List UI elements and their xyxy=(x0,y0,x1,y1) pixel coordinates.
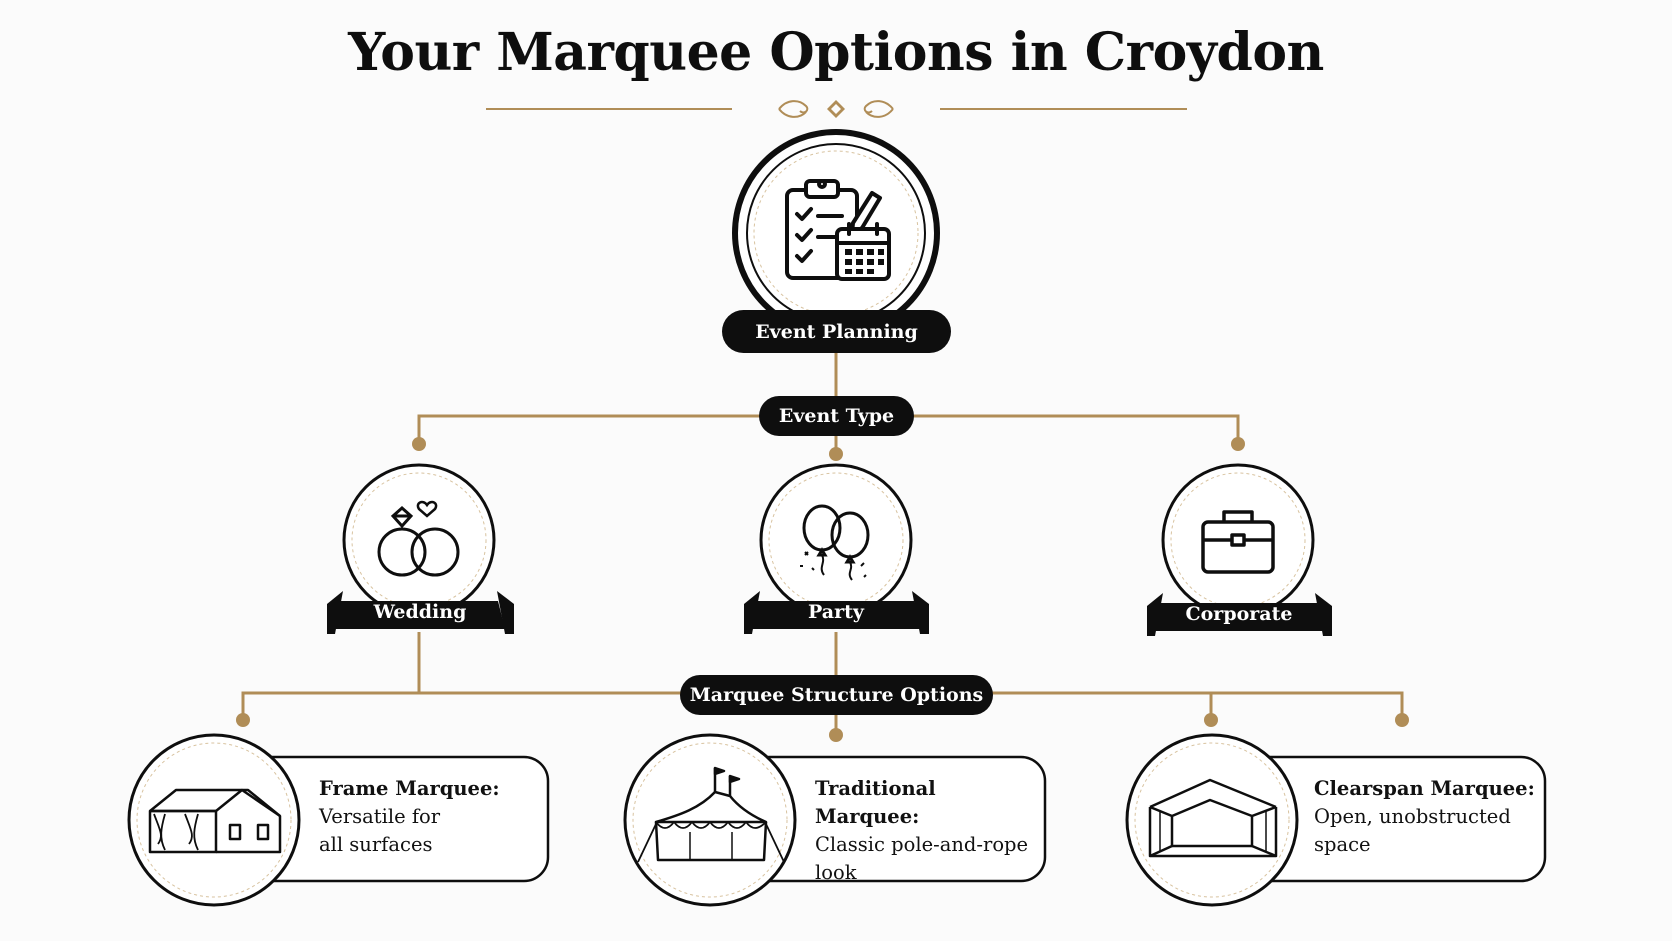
frame-tent-icon xyxy=(148,788,282,854)
clearspan-card xyxy=(1125,733,1547,907)
wedding-banner xyxy=(327,591,514,634)
pole-tent-icon xyxy=(637,766,785,863)
clipboard-calendar-icon xyxy=(785,179,891,281)
connector-dots xyxy=(236,437,1409,742)
traditional-marquee-heading: Traditional Marquee: xyxy=(815,777,936,828)
frame-card xyxy=(127,733,550,907)
structure-options-pill: Marquee Structure Options xyxy=(680,675,993,715)
party-label: Party xyxy=(808,601,864,623)
party-banner xyxy=(744,591,929,634)
wedding-rings-icon xyxy=(377,500,460,577)
traditional-marquee-desc-1: Classic pole-and-rope xyxy=(815,833,1029,856)
frame-marquee-heading: Frame Marquee: xyxy=(319,777,500,800)
frame-marquee-desc-2: all surfaces xyxy=(319,833,433,856)
clearspan-tent-icon xyxy=(1148,778,1278,858)
frame-marquee-text: Frame Marquee: Versatile for all surface… xyxy=(319,775,539,859)
calendar-grid xyxy=(845,249,884,274)
event-planning-pill: Event Planning xyxy=(722,310,951,353)
clearspan-marquee-desc-1: Open, unobstructed xyxy=(1314,805,1511,828)
corporate-label: Corporate xyxy=(1185,603,1293,625)
traditional-marquee-text: Traditional Marquee: Classic pole-and-ro… xyxy=(815,775,1040,887)
ornament-icon xyxy=(778,100,894,118)
page-title: Your Marquee Options in Croydon xyxy=(348,22,1324,83)
party-node xyxy=(759,463,913,617)
corporate-banner xyxy=(1147,593,1332,636)
balloons-icon xyxy=(800,504,870,581)
root-node xyxy=(732,129,940,337)
clearspan-marquee-desc-2: space xyxy=(1314,833,1371,856)
wedding-label: Wedding xyxy=(373,601,467,623)
clearspan-marquee-heading: Clearspan Marquee: xyxy=(1314,777,1535,800)
event-type-pill: Event Type xyxy=(759,396,914,436)
wedding-node xyxy=(342,463,496,617)
corporate-node xyxy=(1161,463,1315,617)
clearspan-marquee-text: Clearspan Marquee: Open, unobstructed sp… xyxy=(1314,775,1539,859)
traditional-card xyxy=(623,733,1047,907)
title-divider xyxy=(486,100,1187,118)
briefcase-icon xyxy=(1201,510,1275,574)
traditional-marquee-desc-2: look xyxy=(815,861,857,884)
frame-marquee-desc-1: Versatile for xyxy=(319,805,441,828)
